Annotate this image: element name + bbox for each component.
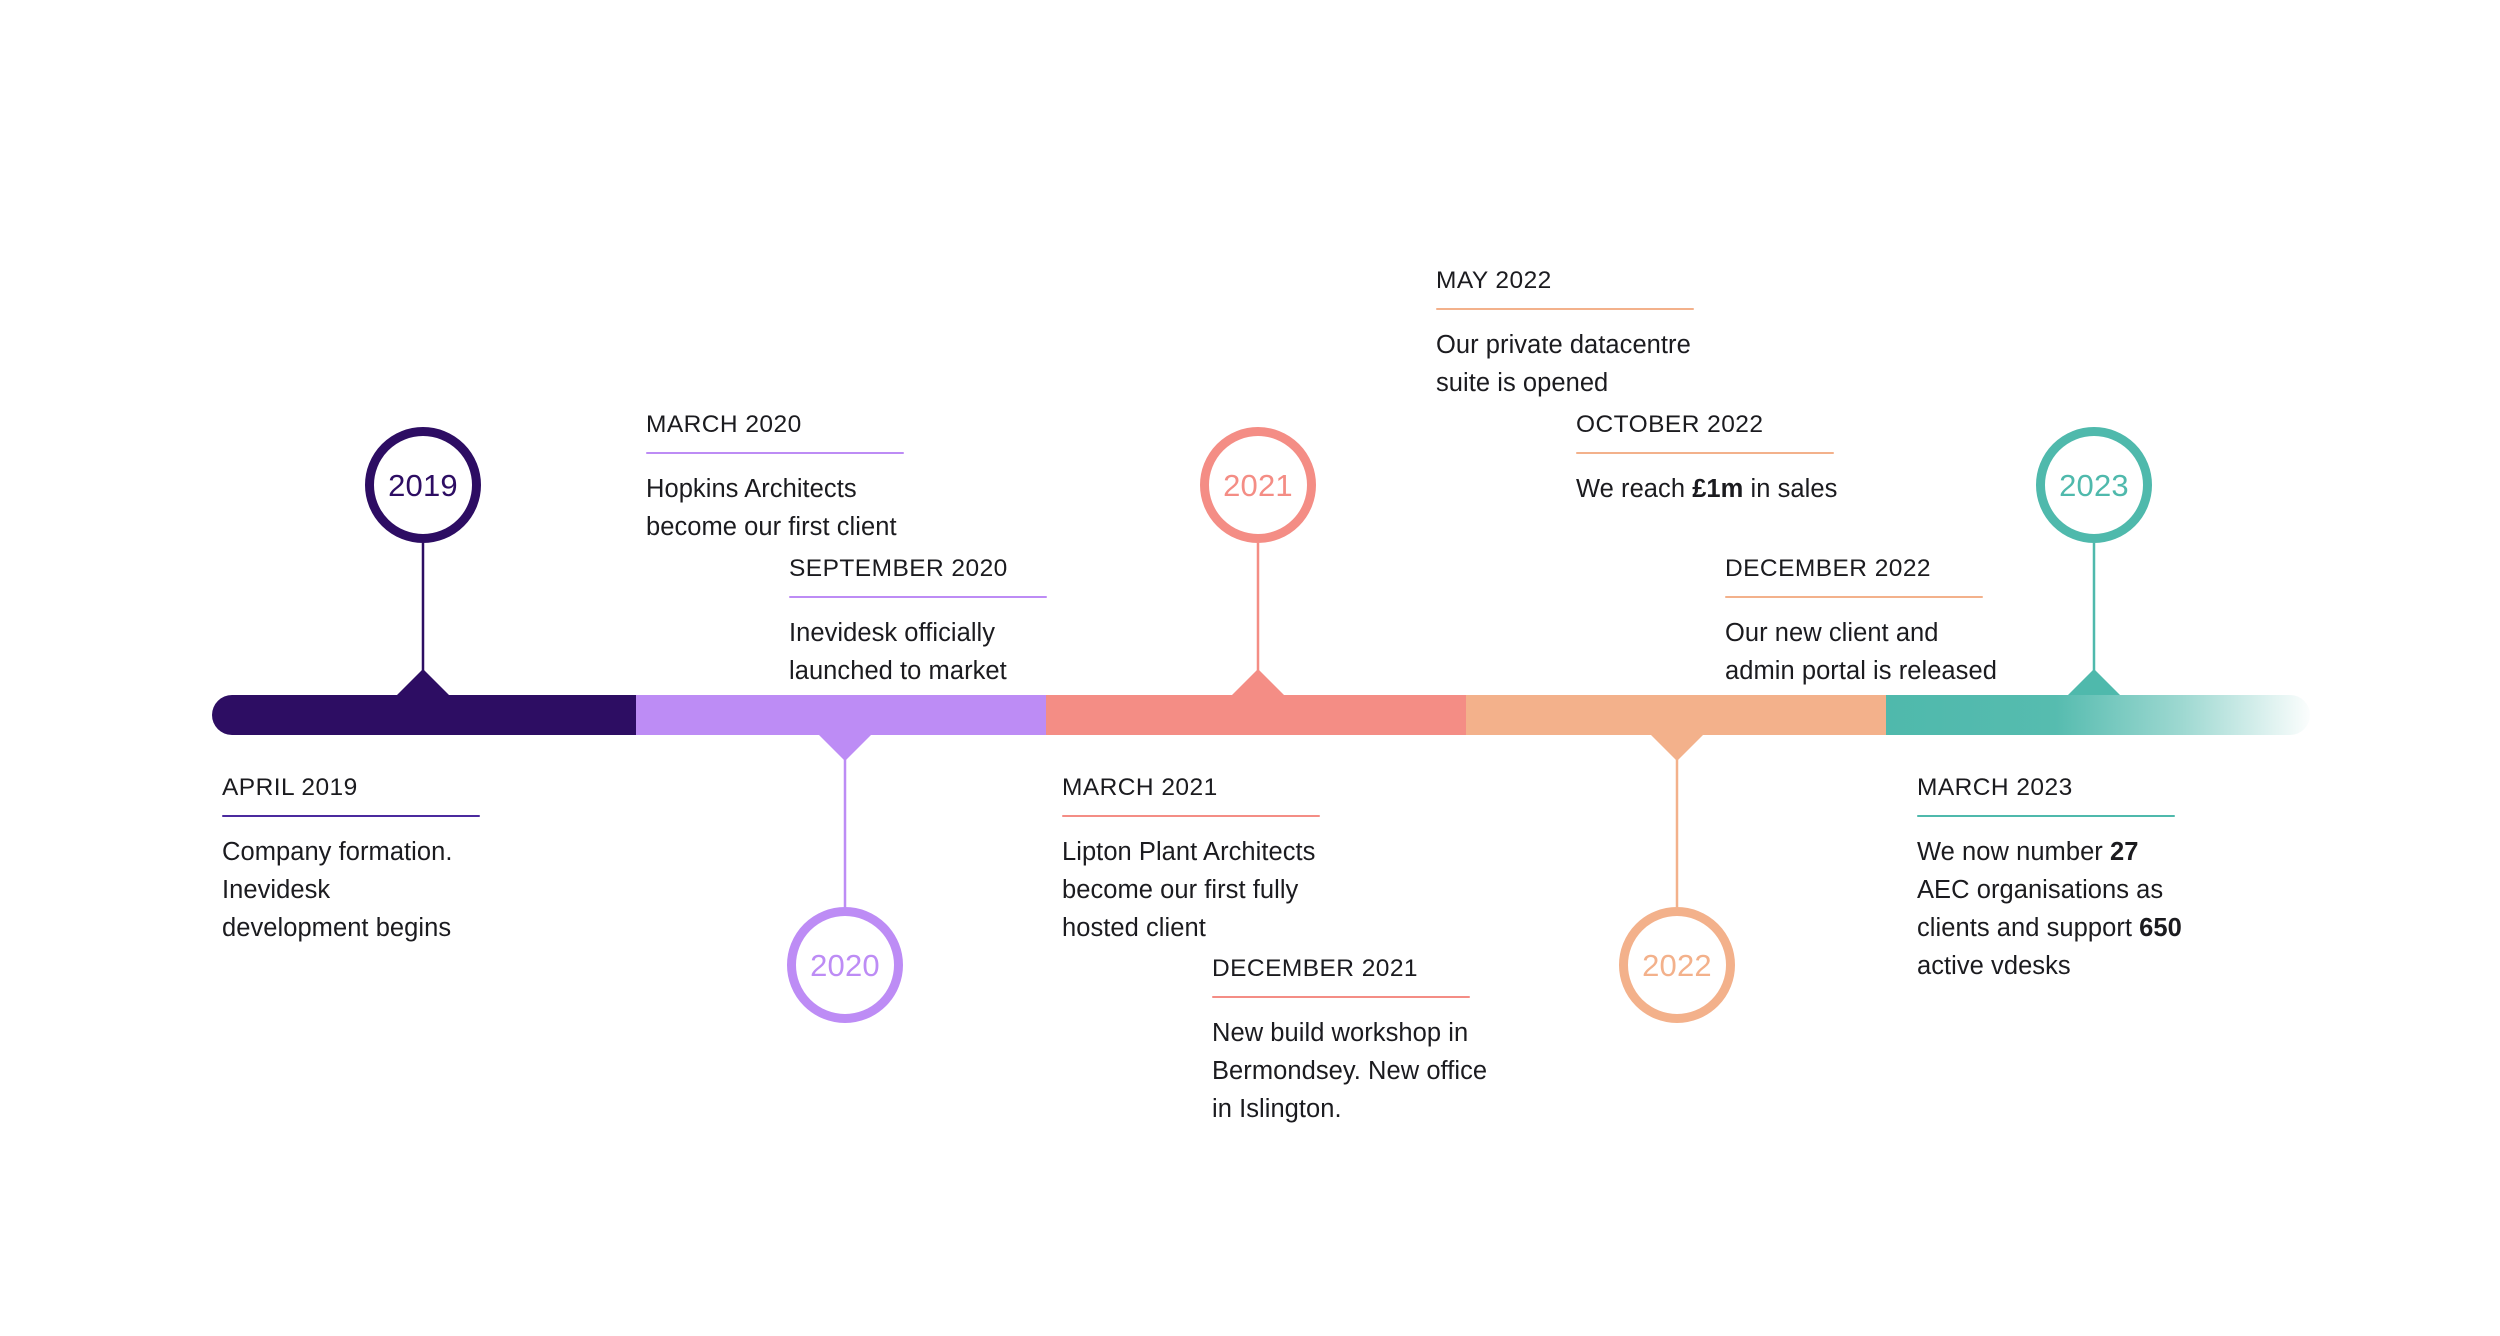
event-description: Company formation. Inevidesk development… [222,838,453,942]
year-marker-label: 2023 [2059,467,2129,503]
event-description: Our private datacentre suite is opened [1436,331,1691,398]
event-date: MARCH 2020 [646,411,802,438]
event-date: MAY 2022 [1436,267,1552,294]
event-date: MARCH 2023 [1917,774,2073,801]
year-marker-2021[interactable]: 2021 [1200,427,1316,543]
year-marker-label: 2020 [810,947,880,983]
bar-notch-2022 [1651,735,1703,761]
event-description: Hopkins Architects become our first clie… [646,475,897,542]
year-marker-2022[interactable]: 2022 [1619,907,1735,1023]
event-accent-rule [1436,307,1694,311]
bar-notch-2021 [1232,669,1284,695]
bar-segment-2022 [1466,695,1886,735]
event-accent-rule [789,595,1047,599]
bar-segment-2019 [212,695,636,735]
timeline-event-october-2022[interactable]: OCTOBER 2022 We reach £1m in sales [1576,411,1854,509]
event-date: APRIL 2019 [222,774,358,801]
bar-notch-2020 [819,735,871,761]
event-accent-rule [646,451,904,455]
event-accent-rule [1725,595,1983,599]
bar-notch-2019 [397,669,449,695]
bar-segment-2021 [1046,695,1466,735]
event-accent-rule [1917,814,2175,818]
event-accent-rule [1062,814,1320,818]
year-marker-2019[interactable]: 2019 [365,427,481,543]
year-marker-2023[interactable]: 2023 [2036,427,2152,543]
year-marker-label: 2019 [388,467,458,503]
event-description: Inevidesk officially launched to market [789,619,1007,686]
event-date: SEPTEMBER 2020 [789,555,1008,582]
event-accent-rule [1212,995,1470,999]
event-description: Our new client and admin portal is relea… [1725,619,1997,686]
year-marker-label: 2021 [1223,467,1293,503]
event-accent-rule [1576,451,1834,455]
year-marker-2020[interactable]: 2020 [787,907,903,1023]
bar-notch-2023 [2068,669,2120,695]
event-date: DECEMBER 2022 [1725,555,1932,582]
bar-segment-2020 [636,695,1046,735]
timeline-event-march-2023[interactable]: MARCH 2023 We now number 27 AEC organisat… [1917,774,2187,985]
event-date: DECEMBER 2021 [1212,955,1419,982]
event-description: We reach £1m in sales [1576,475,1838,504]
event-date: OCTOBER 2022 [1576,411,1764,438]
event-date: MARCH 2021 [1062,774,1218,801]
event-description: Lipton Plant Architects become our first… [1062,838,1316,942]
event-description: New build workshop in Bermondsey. New of… [1212,1019,1488,1123]
bar-segment-2023 [1886,695,2310,735]
event-accent-rule [222,814,480,818]
year-marker-label: 2022 [1642,947,1712,983]
event-description: We now number 27 AEC organisations as cl… [1917,838,2182,980]
